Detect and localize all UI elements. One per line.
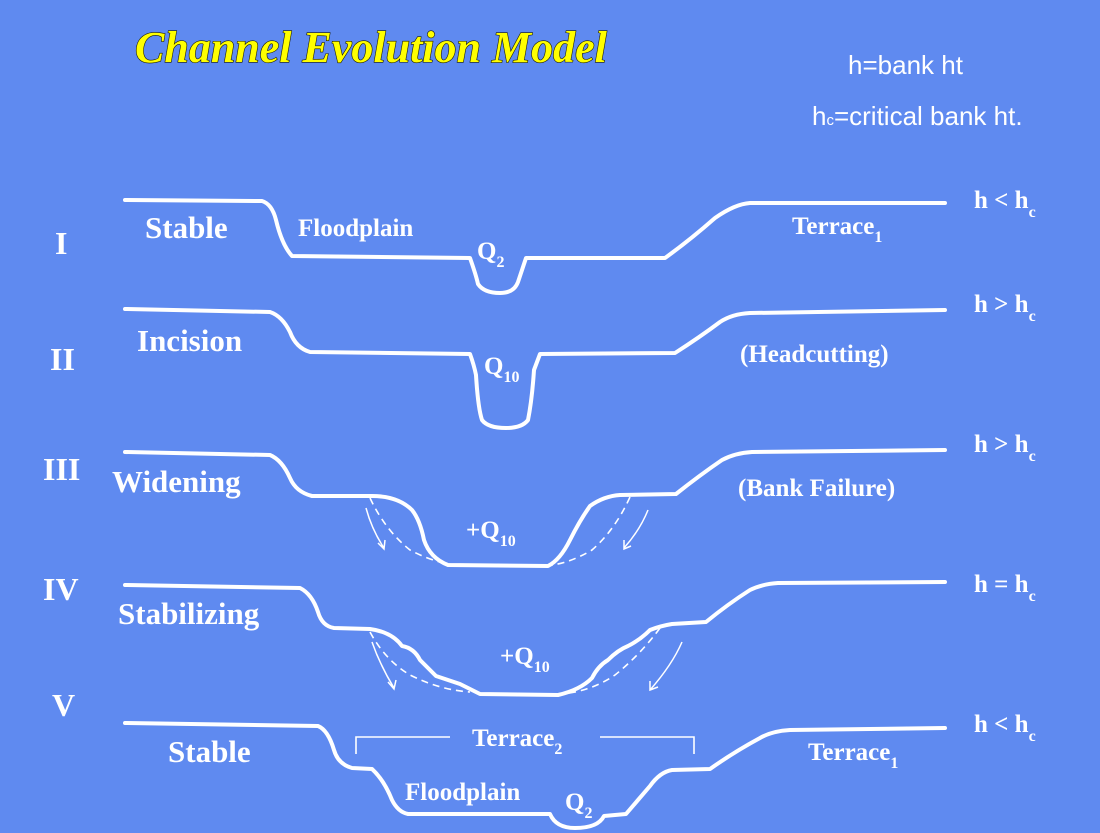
stage-5-condition: h < hc: [974, 711, 1036, 745]
stage-3-profile: [123, 448, 947, 568]
legend-critical-bank-height: hc=critical bank ht.: [812, 101, 1023, 131]
stage-5-profile: [123, 721, 947, 830]
stage-3-condition: h > hc: [974, 431, 1036, 465]
stage-1-floodplain-label: Floodplain: [298, 215, 413, 242]
stage-4-name: Stabilizing: [118, 596, 260, 631]
stage-5-terrace-1-label: Terrace1: [808, 739, 898, 772]
stage-1-numeral: I: [55, 225, 67, 261]
stage-4-failure-plane-left: [369, 631, 471, 693]
stage-1-name: Stable: [145, 210, 228, 245]
stage-2-name: Incision: [137, 323, 242, 358]
stage-4-discharge-label: +Q10: [500, 643, 550, 676]
stage-2-condition: h > hc: [974, 291, 1036, 325]
stage-4-failure-plane-right: [559, 627, 661, 695]
stage-4-failure-arrow-right: [649, 641, 683, 692]
legend-bank-height: h=bank ht: [848, 50, 964, 80]
stage-1-terrace-label: Terrace1: [792, 213, 882, 246]
stage-5-name: Stable: [168, 734, 251, 769]
stage-5-terrace-bracket: [355, 736, 695, 754]
stage-2-profile: [123, 307, 947, 430]
stage-2-headcutting-label: (Headcutting): [740, 341, 889, 368]
stage-5-terrace-2-label: Terrace2: [472, 725, 562, 758]
stage-4-failure-arrow-left: [371, 641, 397, 691]
stage-2-discharge-label: Q10: [484, 353, 519, 386]
stage-3-bank-failure-label: (Bank Failure): [738, 475, 895, 502]
stage-3-failure-plane-left: [369, 497, 471, 567]
stage-3-discharge-label: +Q10: [466, 517, 516, 550]
stage-5-numeral: V: [52, 687, 75, 723]
stage-3-numeral: III: [43, 451, 80, 487]
stage-4-numeral: IV: [43, 571, 79, 607]
stage-5-discharge-label: Q2: [565, 789, 592, 822]
stage-1-discharge-label: Q2: [477, 238, 504, 271]
stage-3-name: Widening: [112, 464, 241, 499]
stage-4-profile: [123, 580, 947, 697]
stage-3-failure-arrow-left: [365, 507, 386, 551]
stage-3-failure-arrow-right: [623, 509, 649, 551]
stage-5-floodplain-label: Floodplain: [405, 779, 520, 806]
stage-3-failure-plane-right: [539, 496, 631, 567]
diagram-title: Channel Evolution Model: [135, 23, 608, 72]
stage-1-condition: h < hc: [974, 187, 1036, 221]
stage-2-numeral: II: [50, 341, 75, 377]
stage-1-profile: [123, 198, 947, 295]
stage-4-condition: h = hc: [974, 571, 1036, 605]
